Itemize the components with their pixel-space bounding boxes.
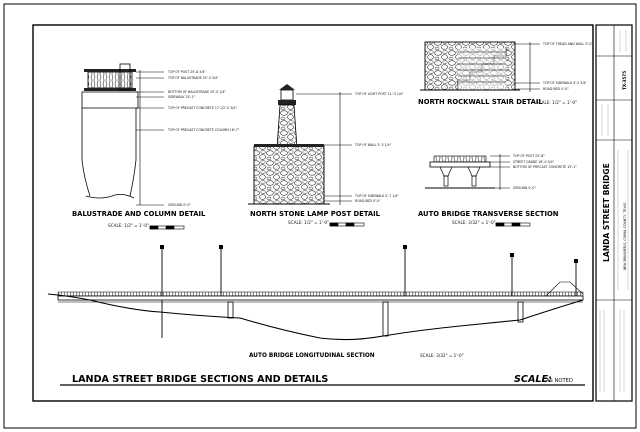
lamp-elev-3: TOP OF SIDEWALK 0'-7 1/4" [354,194,399,198]
scale-value: AS NOTED [546,378,573,384]
project-name: LANDA STREET BRIDGE [602,163,611,262]
longitudinal-section: AUTO BRIDGE LONGITUDINAL SECTION SCALE: … [47,245,584,359]
transverse-title: AUTO BRIDGE TRANSVERSE SECTION [418,210,559,218]
trans-elev-4: GROUND 0'-0" [513,186,536,190]
title-strip: LANDA STREET BRIDGE NEW BRAUNFELS, COMAL… [595,24,633,402]
scale-label: SCALE: [514,374,552,385]
project-location: NEW BRAUNFELS, COMAL COUNTY, TEXAS [623,202,627,270]
bal-elev-2: TOP OF BALUSTRADE 25'-3 3/4" [167,76,219,80]
bal-elev-4: SIDEWALK 25'-1" [168,95,196,99]
stair-elev-3: ROAD BED 0'-0" [543,87,569,91]
longitudinal-scale: SCALE: 3/32" = 1'-0" [420,353,464,358]
bal-elev-6: TOP OF PRECAST CONCRETE COLUMN 16'-7" [167,128,240,132]
stair-detail: TOP OF TREAD AND WALL 5'-0" TOP OF SIDEW… [418,41,593,106]
longitudinal-title: AUTO BRIDGE LONGITUDINAL SECTION [249,353,375,359]
transverse-scale: SCALE: 3/32" = 1'-0" [452,220,496,225]
lamp-post-scale: SCALE: 1/2" = 1'-0" [288,220,329,225]
balustrade-detail: TOP OF POST 25'-8 3/4" TOP OF BALUSTRADE… [72,63,240,230]
stair-elev-1: TOP OF TREAD AND WALL 5'-0" [542,42,593,46]
lamp-post-title: NORTH STONE LAMP POST DETAIL [250,210,381,218]
trans-scale-bar [495,222,531,227]
stair-scale: SCALE: 1/2" = 1'-0" [536,100,577,105]
stair-elev-2: TOP OF SIDEWALK 0'-5 3/4" [542,81,587,85]
bal-elev-3: BOTTOM OF BALUSTRADE 25'-0 1/4" [168,90,226,94]
balustrade-title: BALUSTRADE AND COLUMN DETAIL [72,210,206,218]
inner-border [32,24,594,402]
bal-scale-bar [149,225,185,230]
lamp-elev-1: TOP OF LIGHT POST 11'-3 1/4" [354,92,404,96]
bal-elev-1: TOP OF POST 25'-8 3/4" [167,70,206,74]
lamp-scale-bar [329,222,365,227]
balustrade-scale: SCALE: 1/2" = 1'-0" [108,223,149,228]
transverse-section: TOP OF POST 25'-8" STREET GRADE 18'-0 3/… [418,154,577,227]
lamp-elev-2: TOP OF WALL 5'-3 1/4" [354,143,392,147]
trans-elev-3: BOTTOM OF PRECAST CONCRETE 15'-1" [513,165,577,169]
main-title: LANDA STREET BRIDGE SECTIONS AND DETAILS [72,374,328,385]
drawing-number: TX-3575 [622,71,627,90]
bal-elev-5: TOP OF PRECAST CONCRETE 17'-22'-5 3/4" [167,106,237,110]
trans-elev-2: STREET GRADE 18'-0 3/4" [513,160,555,164]
lamp-post-detail: TOP OF LIGHT POST 11'-3 1/4" TOP OF WALL… [248,84,404,227]
trans-elev-1: TOP OF POST 25'-8" [512,154,545,158]
lamp-elev-4: ROAD BED 0'-0" [355,199,381,203]
outer-border [3,3,637,429]
bal-elev-7: GROUND 0'-0" [168,203,191,207]
stair-title: NORTH ROCKWALL STAIR DETAIL [418,98,543,106]
main-title-block: LANDA STREET BRIDGE SECTIONS AND DETAILS… [60,374,585,386]
